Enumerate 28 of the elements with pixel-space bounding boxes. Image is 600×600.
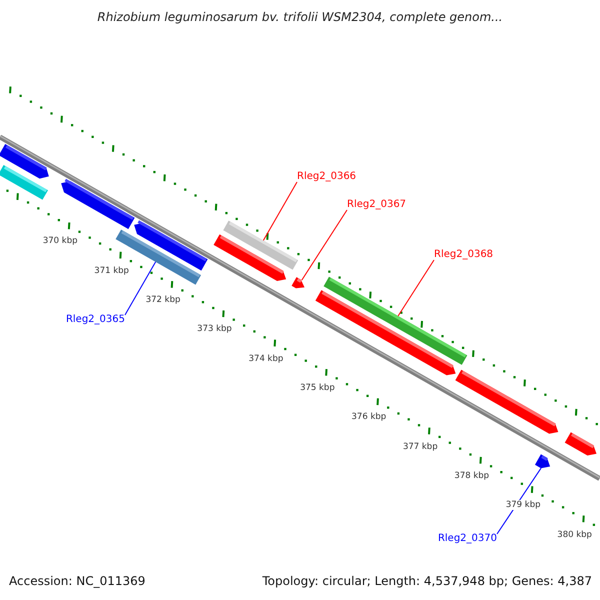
gene-bar <box>223 220 298 270</box>
leader-line <box>124 261 156 316</box>
leader-line <box>398 260 434 316</box>
gene-bar <box>535 454 550 468</box>
scale-label: 379 kbp <box>504 500 542 510</box>
leader-line <box>262 182 298 241</box>
gene-label: Rleg2_0367 <box>347 199 406 211</box>
scale-label: 376 kbp <box>350 412 388 422</box>
scale-label: 374 kbp <box>248 354 284 364</box>
map-title: Rhizobium leguminosarum bv. trifolii WSM2304, complete genom... <box>96 10 504 24</box>
scale-label: 373 kbp <box>196 324 233 334</box>
footer-text: Topology: circular; Length: 4,537,948 bp; Genes: 4,387 <box>262 574 592 588</box>
footer-text: Accession: NC_011369 <box>9 574 146 588</box>
gene-bar <box>292 277 304 288</box>
scale-label: 370 kbp <box>42 236 78 246</box>
leader-line <box>301 210 348 281</box>
gene-bar <box>116 230 201 285</box>
scale-label: 377 kbp <box>402 442 439 452</box>
scale-label: 372 kbp <box>144 295 182 306</box>
gene-label: Rleg2_0370 <box>438 533 497 545</box>
gene-label: Rleg2_0365 <box>66 314 125 326</box>
gene-label: Rleg2_0368 <box>434 249 494 261</box>
scale-label: 380 kbp <box>556 530 593 540</box>
gene-label: Rleg2_0366 <box>297 171 356 183</box>
scale-label: 371 kbp <box>93 266 130 276</box>
scale-label: 378 kbp <box>453 470 490 481</box>
gene-bar <box>324 276 468 365</box>
scale-label: 375 kbp <box>299 383 336 393</box>
